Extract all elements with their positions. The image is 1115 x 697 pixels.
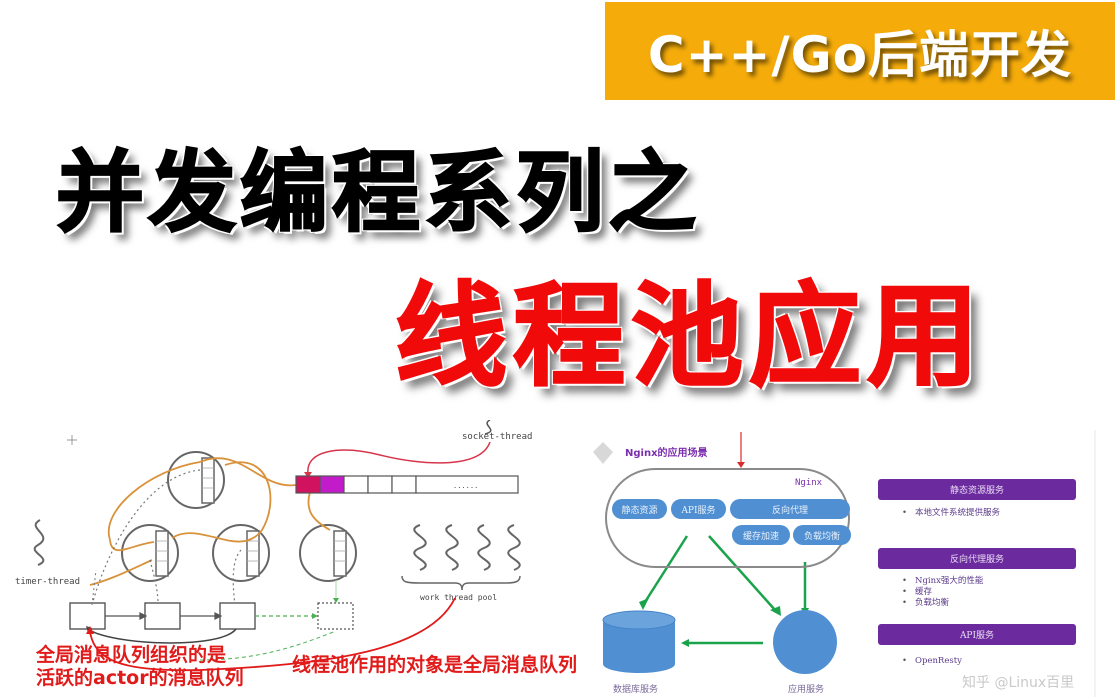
diamond-icon [593, 442, 613, 464]
bullet-item: Nginx强大的性能 [902, 576, 983, 587]
note-global-queue-line2: 活跃的actor的消息队列 [36, 667, 244, 689]
pill-static-resource: 静态资源 [612, 499, 667, 519]
actor-threadpool-diagram: socket-thread timer-thread work thread p… [0, 420, 580, 697]
watermark: 知乎 @Linux百里 [962, 675, 1075, 691]
nginx-graphics [593, 432, 837, 674]
database-icon [602, 610, 676, 673]
section-header-static: 静态资源服务 [878, 479, 1076, 500]
section-header-reverse-proxy: 反向代理服务 [878, 548, 1076, 569]
static-items: 本地文件系统提供服务 [902, 508, 1000, 519]
queue-ellipsis: ...... [453, 482, 479, 490]
title-series: 并发编程系列之 [55, 140, 701, 245]
work-thread-pool-label: work thread pool [420, 593, 498, 602]
category-badge-label: C++/Go后端开发 [647, 26, 1073, 84]
services-panel: 静态资源服务 本地文件系统提供服务 反向代理服务 Nginx强大的性能 缓存 负… [865, 430, 1115, 697]
bullet-item: OpenResty [902, 656, 962, 667]
nginx-diagram-title: Nginx的应用场景 [625, 448, 708, 459]
panel-edge [1094, 430, 1096, 697]
reverse-proxy-items: Nginx强大的性能 缓存 负载均衡 [902, 576, 983, 609]
bullet-item: 负载均衡 [902, 598, 983, 609]
pill-cache-acceleration: 缓存加速 [732, 525, 790, 545]
pill-reverse-proxy: 反向代理 [730, 499, 850, 519]
bullet-item: 缓存 [902, 587, 983, 598]
crosshair-icon [67, 435, 77, 445]
app-service-label: 应用服务 [788, 685, 825, 695]
note-global-queue-line1: 全局消息队列组织的是 [36, 644, 227, 666]
pill-api-service: API服务 [671, 499, 726, 519]
api-items: OpenResty [902, 656, 962, 667]
nginx-box-label: Nginx [795, 478, 823, 488]
pill-load-balancing: 负载均衡 [793, 525, 851, 545]
note-threadpool-target: 线程池作用的对象是全局消息队列 [292, 654, 578, 676]
title-topic: 线程池应用 [394, 271, 985, 403]
timer-thread-label: timer-thread [15, 577, 81, 587]
nginx-scenario-diagram: Nginx的应用场景 Nginx 静态资源 API服务 反向代理 缓存加速 负载… [585, 430, 865, 697]
section-header-api: API服务 [878, 624, 1076, 645]
bullet-item: 本地文件系统提供服务 [902, 508, 1000, 519]
database-service-label: 数据库服务 [613, 685, 659, 695]
app-service-icon [773, 610, 837, 674]
category-badge: C++/Go后端开发 [605, 2, 1115, 100]
socket-thread-label: socket-thread [462, 432, 533, 442]
nginx-container [605, 468, 850, 568]
note-global-queue: 全局消息队列组织的是 活跃的actor的消息队列 [36, 644, 244, 690]
diagram-graphics [33, 420, 521, 672]
